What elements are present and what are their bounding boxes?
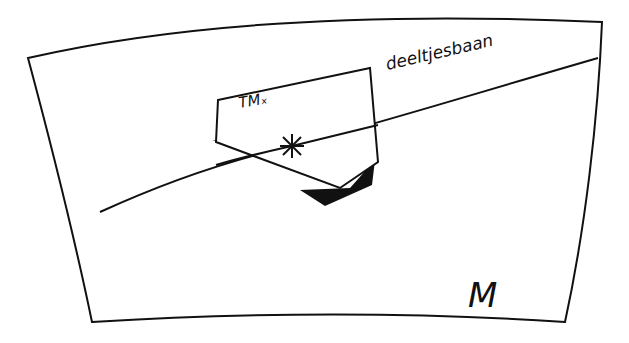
manifold-label: M bbox=[468, 278, 497, 312]
particle-path bbox=[216, 125, 378, 165]
particle-path bbox=[100, 58, 598, 212]
tangent-plane bbox=[216, 68, 378, 188]
surface-outline bbox=[28, 18, 602, 322]
point-star bbox=[280, 134, 304, 158]
